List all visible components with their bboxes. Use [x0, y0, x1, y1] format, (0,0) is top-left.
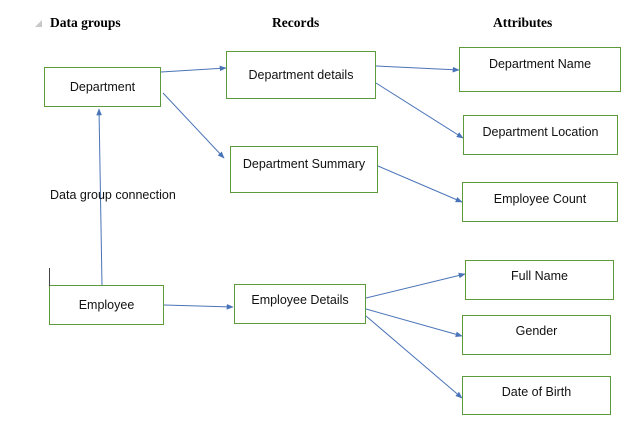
- node-gender-label: Gender: [515, 324, 558, 338]
- node-full-name[interactable]: Full Name: [465, 260, 614, 300]
- data-group-connection-label: Data group connection: [50, 188, 176, 202]
- arrow-employee-details-to-gender: [365, 308, 463, 337]
- node-employee-count[interactable]: Employee Count: [462, 182, 618, 222]
- node-date-of-birth-label: Date of Birth: [501, 385, 572, 399]
- node-employee-details-label: Employee Details: [251, 293, 349, 307]
- left-edge-tick: [49, 268, 50, 286]
- node-employee-count-label: Employee Count: [493, 192, 587, 206]
- node-date-of-birth[interactable]: Date of Birth: [462, 376, 611, 415]
- node-department-summary-label: Department Summary: [242, 157, 366, 171]
- header-records: Records: [272, 15, 320, 30]
- node-department-name-label: Department Name: [488, 57, 592, 71]
- arrow-department-details-to-location: [375, 82, 464, 139]
- node-department[interactable]: Department: [44, 67, 161, 107]
- arrow-department-to-department-summary: [162, 92, 225, 159]
- arrow-employee-details-to-full-name: [365, 272, 466, 299]
- node-gender[interactable]: Gender: [462, 315, 611, 355]
- node-employee-details[interactable]: Employee Details: [234, 284, 366, 324]
- node-department-label: Department: [69, 80, 136, 94]
- header-data-groups: Data groups: [50, 15, 121, 30]
- arrow-department-summary-to-employee-count: [377, 165, 463, 203]
- arrow-employee-to-employee-details: [163, 304, 234, 310]
- node-employee-label: Employee: [78, 298, 135, 312]
- node-employee[interactable]: Employee: [49, 285, 164, 325]
- arrow-employee-to-department: [96, 108, 103, 286]
- node-department-name[interactable]: Department Name: [459, 47, 621, 92]
- header-attributes: Attributes: [493, 15, 553, 30]
- node-department-details[interactable]: Department details: [226, 51, 376, 99]
- arrow-department-to-department-details: [160, 65, 227, 73]
- node-department-details-label: Department details: [248, 68, 354, 82]
- corner-triangle-icon: [35, 20, 42, 27]
- node-department-location-label: Department Location: [482, 125, 599, 139]
- arrow-department-details-to-name: [375, 65, 460, 73]
- node-department-location[interactable]: Department Location: [463, 115, 618, 155]
- arrow-employee-details-to-date-of-birth: [365, 315, 463, 399]
- node-department-summary[interactable]: Department Summary: [230, 146, 378, 193]
- node-full-name-label: Full Name: [511, 269, 568, 283]
